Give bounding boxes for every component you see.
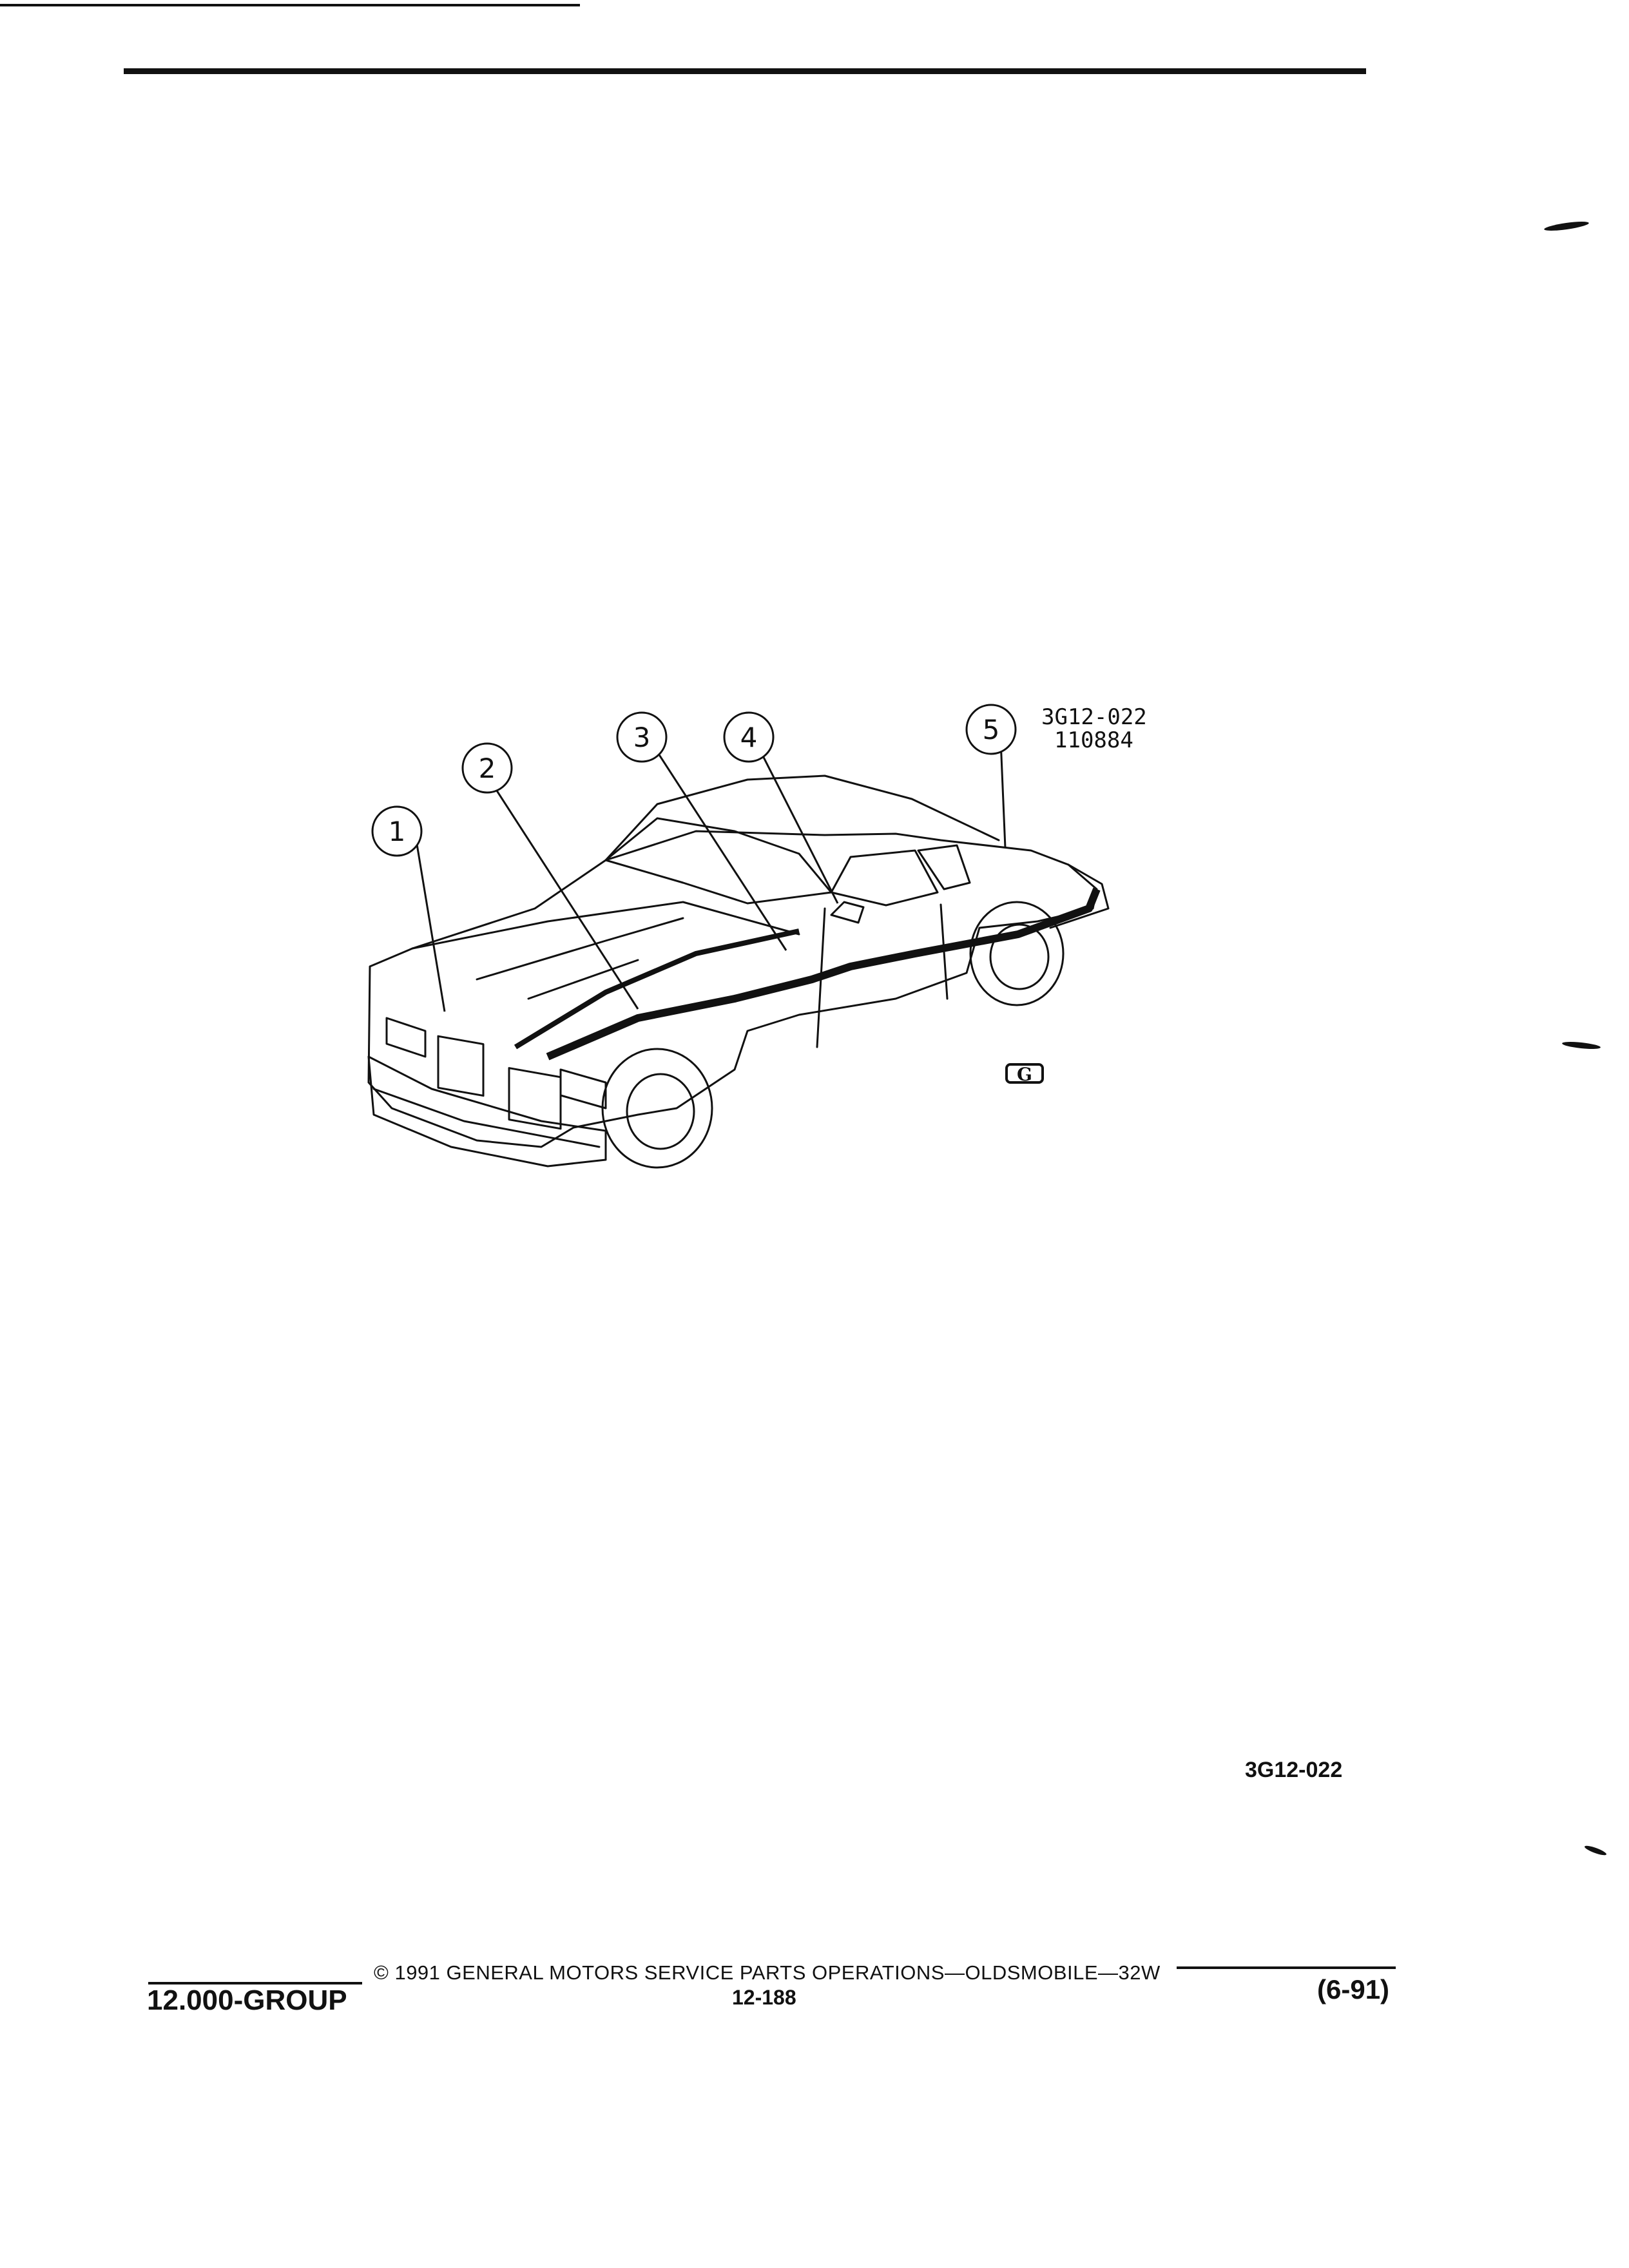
callout-number-1: 1 — [389, 816, 406, 847]
front-bumper — [367, 1055, 607, 1168]
leader-line-3 — [641, 727, 787, 951]
car-stripe-illustration: 1 2 3 4 5 3G12-022 110884 G — [335, 696, 1186, 1186]
callout-circle-2 — [461, 742, 513, 794]
bumper-line — [372, 1088, 601, 1148]
headlamp-right — [559, 1068, 607, 1110]
callout-number-3: 3 — [633, 722, 651, 753]
footer-rule-left — [148, 1982, 362, 1984]
quarter-window — [917, 844, 971, 890]
car-body-outline — [367, 830, 1098, 1148]
footer-page-number: 12-188 — [732, 1986, 796, 2009]
hood-stripe — [514, 928, 800, 1050]
rear-wheel-hub — [989, 923, 1050, 990]
callout-number-2: 2 — [479, 753, 496, 784]
hood-line-1 — [411, 901, 800, 950]
ref-code-line1: 3G12-022 — [1041, 704, 1147, 730]
binding-mark-3 — [1583, 1844, 1608, 1857]
svg-text:G: G — [1017, 1064, 1032, 1085]
rear-wheel — [969, 901, 1065, 1006]
footer-copyright: © 1991 GENERAL MOTORS SERVICE PARTS OPER… — [374, 1961, 1161, 1984]
front-wheel — [601, 1048, 713, 1169]
windshield — [604, 817, 833, 905]
accent-stripe — [546, 887, 1101, 1061]
hood-crease — [527, 959, 639, 1000]
footer-revision-date: (6-91) — [1317, 1974, 1390, 2004]
grille-left — [437, 1035, 485, 1097]
side-window — [830, 849, 939, 907]
footer-rule-right — [1177, 1966, 1396, 1969]
gm-logo: G — [1005, 1063, 1044, 1085]
roof-outline — [604, 774, 1000, 861]
leader-line-1 — [411, 816, 446, 1012]
callout-circle-5 — [965, 704, 1017, 755]
ref-code-line2: 110884 — [1054, 727, 1133, 753]
headlamp-left — [385, 1017, 427, 1058]
hood-line-2 — [476, 917, 684, 981]
top-rule — [124, 68, 1366, 74]
car-line-drawing: 1 2 3 4 5 3G12-022 110884 G — [367, 704, 1147, 1169]
callout-number-5: 5 — [983, 714, 1000, 745]
grille-right — [508, 1067, 562, 1130]
front-wheel-hub — [626, 1073, 695, 1150]
callout-circle-4 — [723, 711, 775, 763]
top-rule-thin — [0, 4, 580, 6]
figure-id: 3G12-022 — [1245, 1758, 1343, 1782]
callout-circle-3 — [616, 711, 668, 763]
callout-circle-1 — [371, 805, 423, 857]
footer-group: 12.000-GROUP — [147, 1984, 347, 2016]
binding-mark-2 — [1561, 1040, 1601, 1051]
binding-mark-1 — [1543, 220, 1590, 233]
rear-bumper — [1049, 863, 1110, 929]
callout-number-4: 4 — [740, 722, 758, 753]
leader-line-2 — [486, 775, 639, 1010]
side-mirror — [830, 901, 865, 924]
